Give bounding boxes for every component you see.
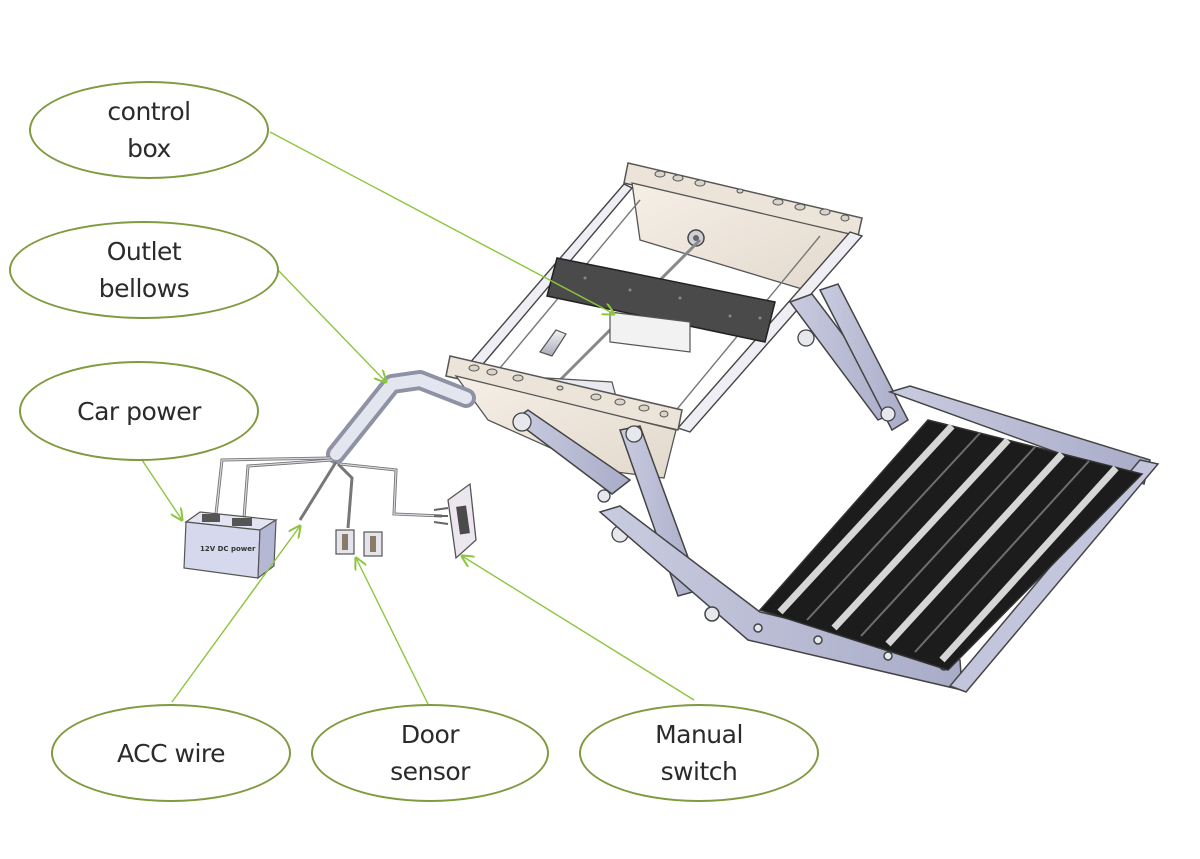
- manual-switch-label: Manual switch: [579, 704, 819, 802]
- control-box-callout: [269, 131, 614, 314]
- rear-mounting-plate: [623, 162, 863, 293]
- door-sensor-label: Door sensor: [311, 704, 549, 802]
- step-tread: [758, 419, 1144, 671]
- control-box: [546, 257, 776, 353]
- callout-arrows: [141, 131, 695, 705]
- manual-switch-label-text: Manual switch: [655, 720, 743, 786]
- manual-switch-device: [433, 482, 477, 560]
- acc-wire-callout: [171, 526, 300, 703]
- pivot-bolts: [512, 329, 896, 543]
- front-mounting-plate: [445, 355, 683, 479]
- manual-switch-callout: [462, 556, 695, 701]
- outlet-bellows-callout: [275, 267, 386, 382]
- acc-wire-label: ACC wire: [51, 704, 291, 802]
- wiring-harness: [214, 370, 476, 529]
- control-box-label-text: control box: [107, 97, 191, 163]
- outlet-bellows-label: Outlet bellows: [9, 221, 279, 319]
- door-sensor-label-text: Door sensor: [390, 720, 470, 786]
- outlet-bellows-label-text: Outlet bellows: [98, 237, 190, 303]
- car-power-callout: [141, 459, 182, 520]
- control-box-label: control box: [29, 81, 269, 179]
- power-box-label: 12V DC power: [200, 545, 256, 553]
- power-box: 12V DC power: [183, 511, 278, 580]
- car-power-label: Car power: [19, 361, 259, 461]
- door-sensor-device: [335, 529, 383, 557]
- door-sensor-callout: [356, 558, 429, 705]
- step-mechanism: [445, 162, 1160, 693]
- acc-wire-label-text: ACC wire: [116, 738, 226, 768]
- car-power-label-text: Car power: [77, 396, 201, 426]
